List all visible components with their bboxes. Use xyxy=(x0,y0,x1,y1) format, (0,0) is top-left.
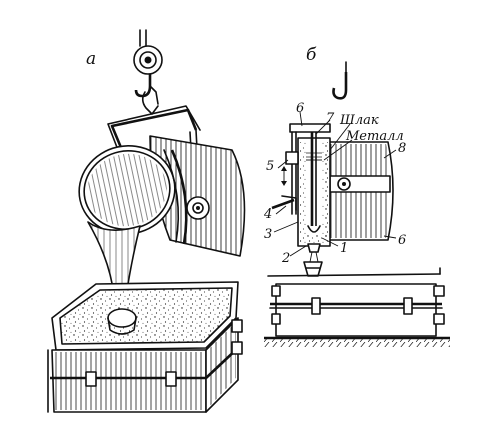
label-7: 7 xyxy=(326,111,335,126)
panel-b-label: б xyxy=(306,45,317,65)
panel-b: б xyxy=(263,45,450,347)
mold-flask-a xyxy=(47,281,243,413)
ladle-a xyxy=(78,135,246,257)
panel-a: а xyxy=(47,29,246,413)
ladle-section-b xyxy=(271,123,331,263)
label-5: 5 xyxy=(266,159,274,174)
label-6-top: 6 xyxy=(296,101,304,116)
label-1: 1 xyxy=(340,241,348,256)
label-2: 2 xyxy=(281,251,290,266)
label-slag: Шлак xyxy=(339,113,379,128)
label-3: 3 xyxy=(264,227,272,242)
ladle-barrel-b xyxy=(325,141,394,241)
callouts: Шлак Металл 6 7 8 5 4 3 2 1 6 xyxy=(263,101,406,266)
label-6-bottom: 6 xyxy=(398,233,406,248)
leader-lines xyxy=(273,111,397,257)
label-4: 4 xyxy=(263,207,272,222)
panel-a-label: а xyxy=(86,49,96,69)
label-8: 8 xyxy=(398,141,406,156)
label-metal: Металл xyxy=(345,129,404,144)
crane-hook-b xyxy=(332,61,348,100)
mold-flask-b xyxy=(264,261,450,347)
crane-hook-a xyxy=(133,29,163,115)
